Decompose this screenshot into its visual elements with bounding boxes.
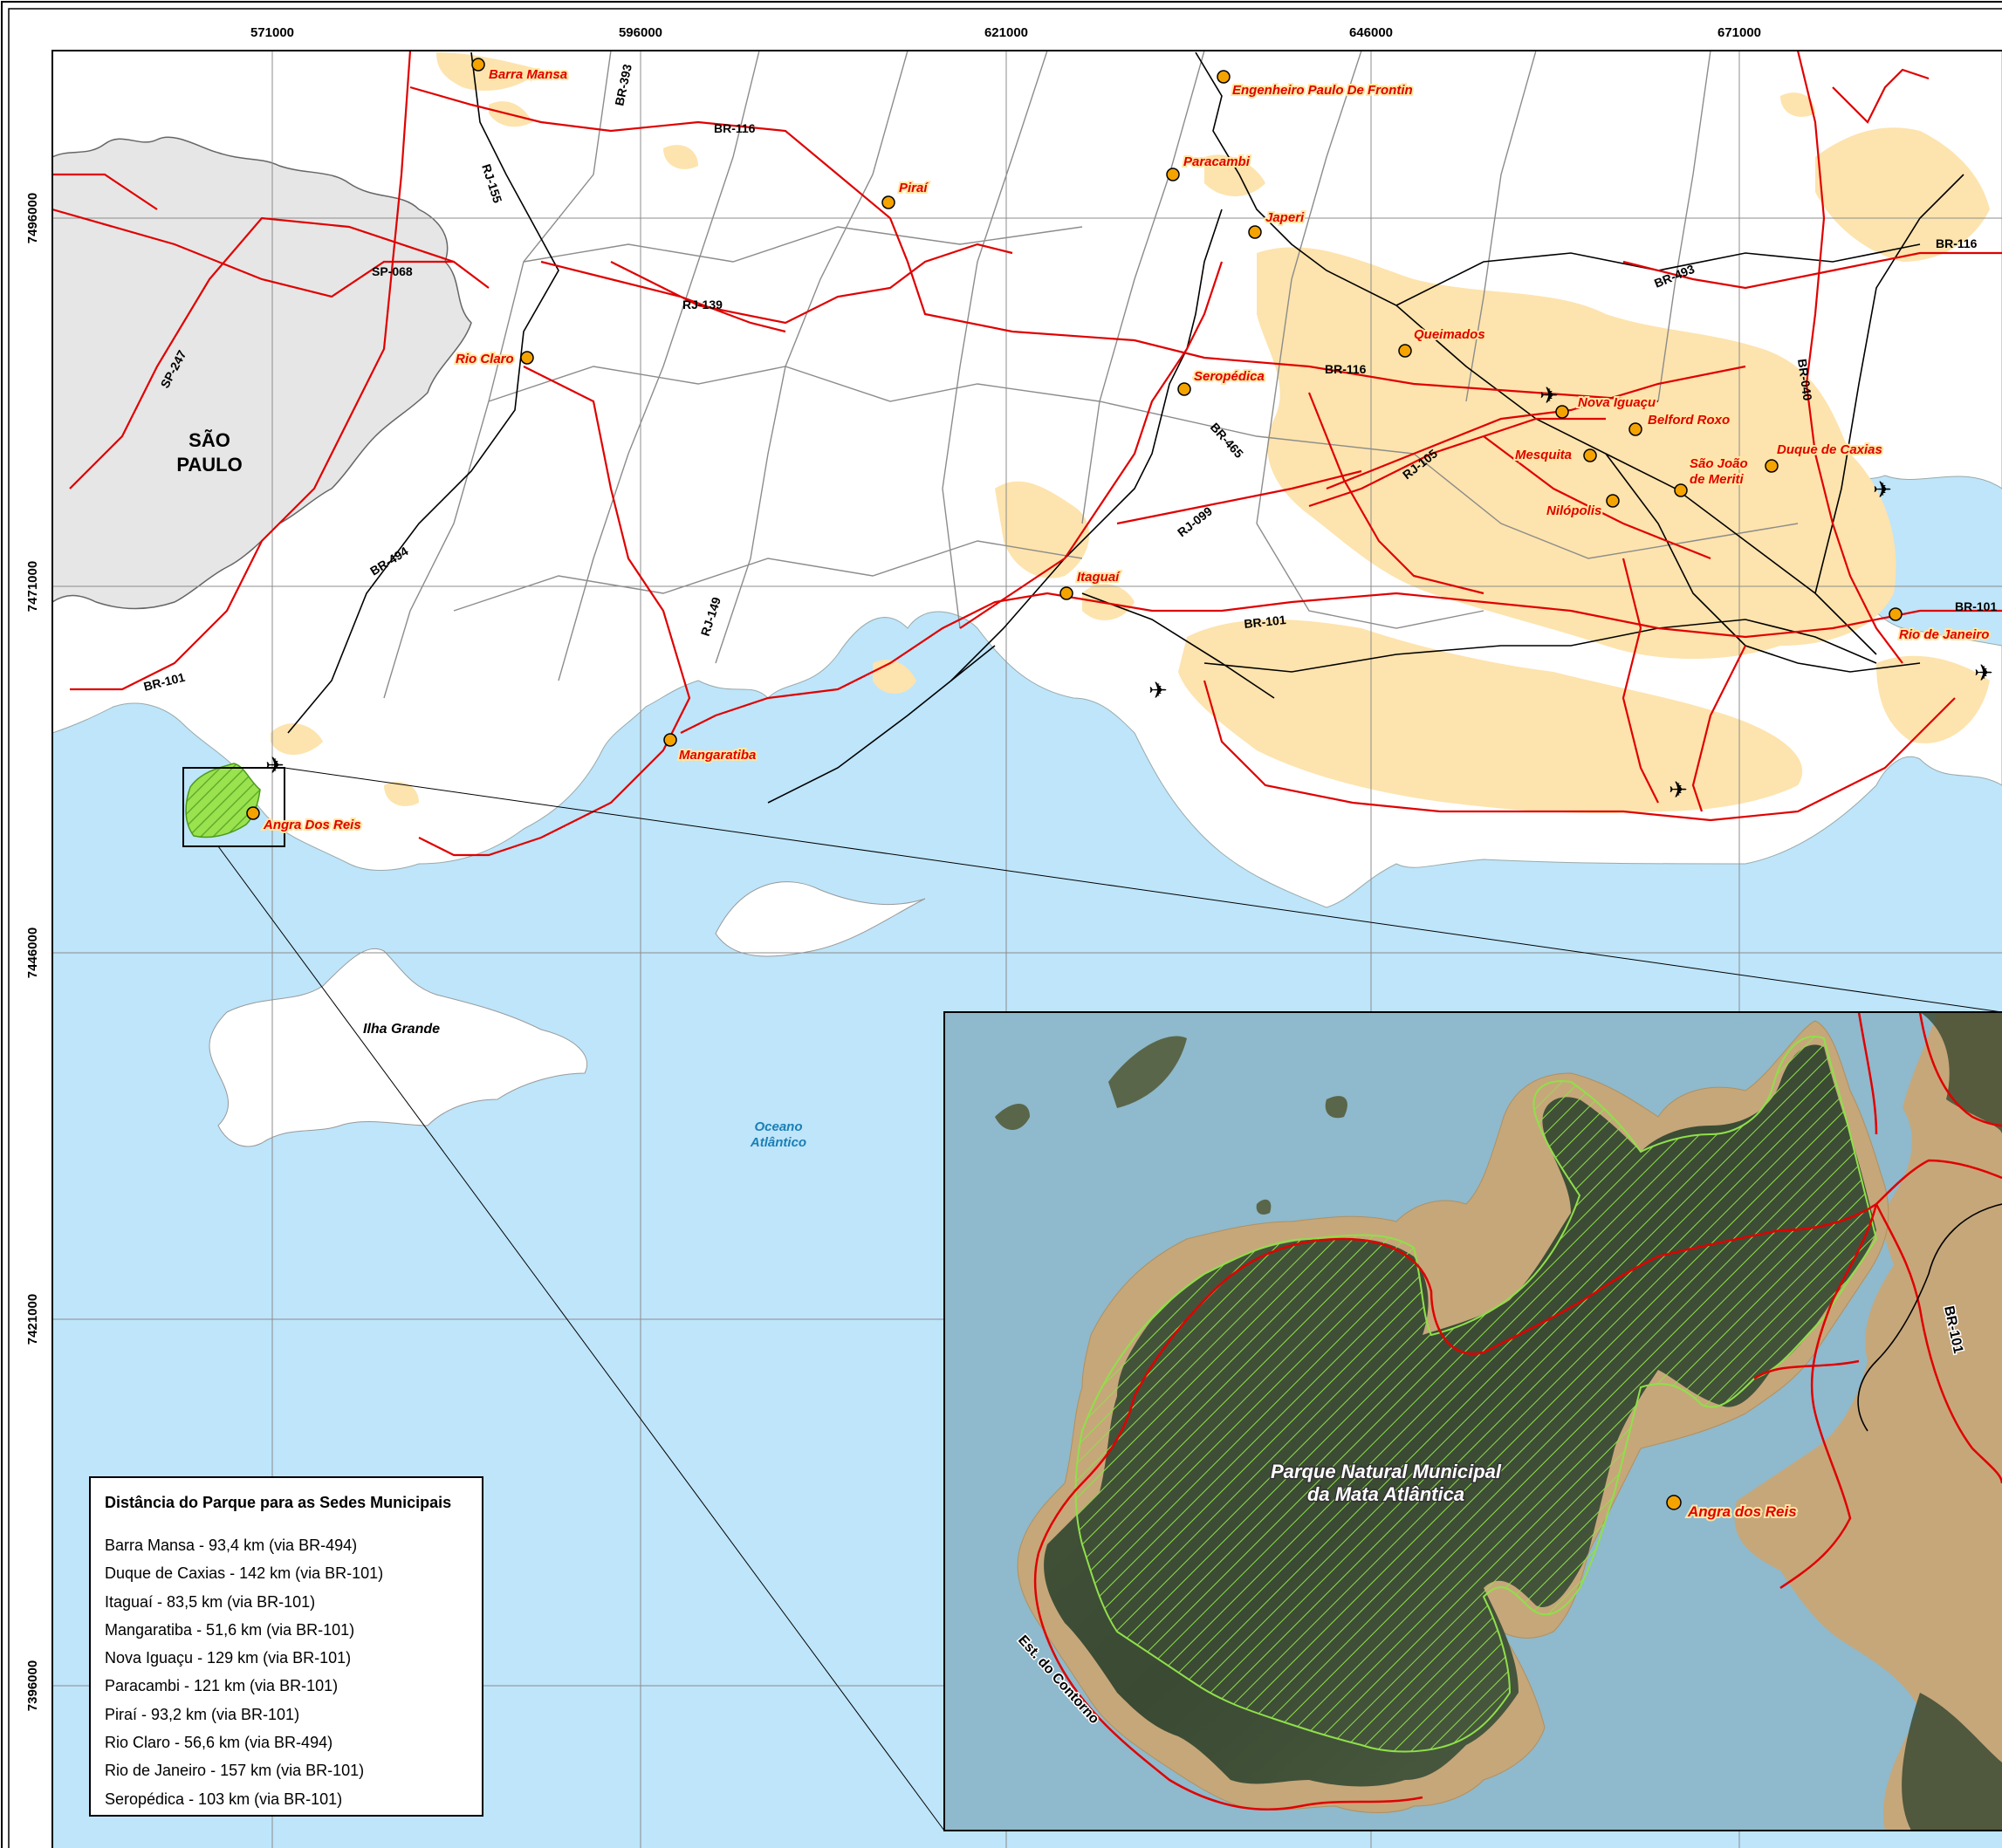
legend-title: Distância do Parque para as Sedes Munici… bbox=[105, 1494, 452, 1511]
airport-icon: ✈ bbox=[1539, 382, 1559, 408]
grid-x-label: 621000 bbox=[984, 25, 1028, 40]
inset-park-label-line2: da Mata Atlântica bbox=[1307, 1483, 1464, 1505]
inset-roads bbox=[1033, 1012, 2002, 1810]
inset-park-label-line1: Parque Natural Municipal bbox=[1271, 1461, 1502, 1482]
grid-x-label: 646000 bbox=[1349, 25, 1393, 40]
map-area-border bbox=[51, 50, 2002, 1848]
road-label-br040: BR-040 bbox=[1795, 358, 1815, 401]
inset-map: Angra dos Reis Parque Natural Municipal … bbox=[944, 1012, 2002, 1831]
grid-y-label: 7446000 bbox=[25, 927, 40, 978]
airport-icons: ✈ ✈ ✈ ✈ ✈ ✈ bbox=[265, 382, 1993, 803]
city-label-belford-roxo: Belford Roxo bbox=[1648, 413, 1730, 428]
city-label-engenheiro: Engenheiro Paulo De Frontin bbox=[1232, 83, 1413, 98]
inset-city-marker bbox=[1666, 1495, 1682, 1510]
city-label-pirai: Piraí bbox=[899, 181, 929, 195]
legend-item: Rio Claro - 56,6 km (via BR-494) bbox=[105, 1734, 333, 1752]
ocean-label-line2: Atlântico bbox=[750, 1135, 806, 1150]
legend-item: Mangaratiba - 51,6 km (via BR-101) bbox=[105, 1620, 355, 1639]
ocean-label-line1: Oceano bbox=[754, 1119, 802, 1134]
sao-paulo-state bbox=[52, 136, 472, 610]
legend-item: Paracambi - 121 km (via BR-101) bbox=[105, 1677, 339, 1695]
city-label-paracambi: Paracambi bbox=[1183, 154, 1251, 169]
state-label-line1: SÃO bbox=[189, 429, 230, 451]
legend-item: Piraí - 93,2 km (via BR-101) bbox=[105, 1705, 300, 1723]
grid-y-label: 7396000 bbox=[25, 1660, 40, 1711]
city-label-rio-de-janeiro: Rio de Janeiro bbox=[1899, 627, 1989, 642]
urban-areas bbox=[271, 52, 1990, 813]
city-markers bbox=[246, 58, 1903, 820]
inset-pointer-lines bbox=[217, 767, 2002, 1831]
road-label-br116-east: BR-116 bbox=[1936, 236, 1978, 250]
grid-y-label: 7496000 bbox=[25, 193, 40, 243]
city-label-itaguai: Itaguaí bbox=[1077, 570, 1121, 585]
grid-x-label: 596000 bbox=[619, 25, 662, 40]
city-label-duque-de-caxias: Duque de Caxias bbox=[1777, 442, 1882, 457]
city-label-nilopolis: Nilópolis bbox=[1546, 503, 1601, 518]
city-label-seropedica: Seropédica bbox=[1194, 369, 1265, 384]
railways bbox=[287, 51, 1964, 804]
municipal-boundaries bbox=[383, 51, 1799, 699]
city-label-queimados: Queimados bbox=[1414, 327, 1485, 342]
grid-y-label: 7471000 bbox=[25, 561, 40, 612]
road-label-br101-central: BR-101 bbox=[1244, 613, 1287, 631]
grid-x-label: 571000 bbox=[250, 25, 294, 40]
inset-park-area bbox=[1074, 1036, 1878, 1753]
island-label: Ilha Grande bbox=[363, 1022, 440, 1037]
road-label-sp068: SP-068 bbox=[372, 264, 413, 278]
city-label-sao-joao: São João bbox=[1690, 456, 1748, 471]
ilha-grande bbox=[209, 948, 587, 1147]
road-label-br101-east: BR-101 bbox=[1955, 599, 1997, 613]
inset-mainland bbox=[1734, 1012, 2002, 1831]
road-label-br116: BR-116 bbox=[714, 121, 756, 135]
city-label-de-meriti: de Meriti bbox=[1690, 472, 1745, 487]
inset-border bbox=[943, 1011, 2002, 1831]
legend-item: Nova Iguaçu - 129 km (via BR-101) bbox=[105, 1649, 352, 1667]
airport-icon: ✈ bbox=[1873, 476, 1892, 503]
road-label-br116-central: BR-116 bbox=[1325, 362, 1367, 376]
legend-item: Rio de Janeiro - 157 km (via BR-101) bbox=[105, 1762, 365, 1780]
legend-item: Itaguaí - 83,5 km (via BR-101) bbox=[105, 1592, 316, 1611]
inset-railway bbox=[1857, 1203, 2002, 1432]
city-label-mangaratiba: Mangaratiba bbox=[679, 748, 756, 763]
grid-x-label: 671000 bbox=[1717, 25, 1761, 40]
legend-item: Barra Mansa - 93,4 km (via BR-494) bbox=[105, 1537, 358, 1554]
inset-city-label: Angra dos Reis bbox=[1687, 1503, 1797, 1520]
legend-item: Duque de Caxias - 142 km (via BR-101) bbox=[105, 1564, 384, 1583]
city-label-japeri: Japeri bbox=[1265, 210, 1305, 225]
park-locator-box bbox=[182, 767, 285, 847]
city-label-angra-dos-reis: Angra Dos Reis bbox=[263, 818, 361, 832]
airport-icon: ✈ bbox=[1974, 660, 1993, 686]
roads bbox=[52, 51, 2002, 857]
city-label-rio-claro: Rio Claro bbox=[456, 352, 514, 366]
restinga bbox=[715, 881, 926, 957]
legend-item: Seropédica - 103 km (via BR-101) bbox=[105, 1790, 343, 1808]
city-label-nova-iguacu: Nova Iguaçu bbox=[1578, 395, 1656, 410]
grid-y-label: 7421000 bbox=[25, 1294, 40, 1345]
road-label-rj139: RJ-139 bbox=[682, 298, 723, 311]
distance-legend: Distância do Parque para as Sedes Munici… bbox=[89, 1476, 483, 1817]
city-label-barra-mansa: Barra Mansa bbox=[489, 67, 567, 82]
airport-icon: ✈ bbox=[265, 752, 285, 778]
state-label-line2: PAULO bbox=[176, 454, 242, 476]
airport-icon: ✈ bbox=[1148, 677, 1168, 703]
airport-icon: ✈ bbox=[1669, 777, 1688, 803]
city-label-mesquita: Mesquita bbox=[1515, 448, 1572, 462]
